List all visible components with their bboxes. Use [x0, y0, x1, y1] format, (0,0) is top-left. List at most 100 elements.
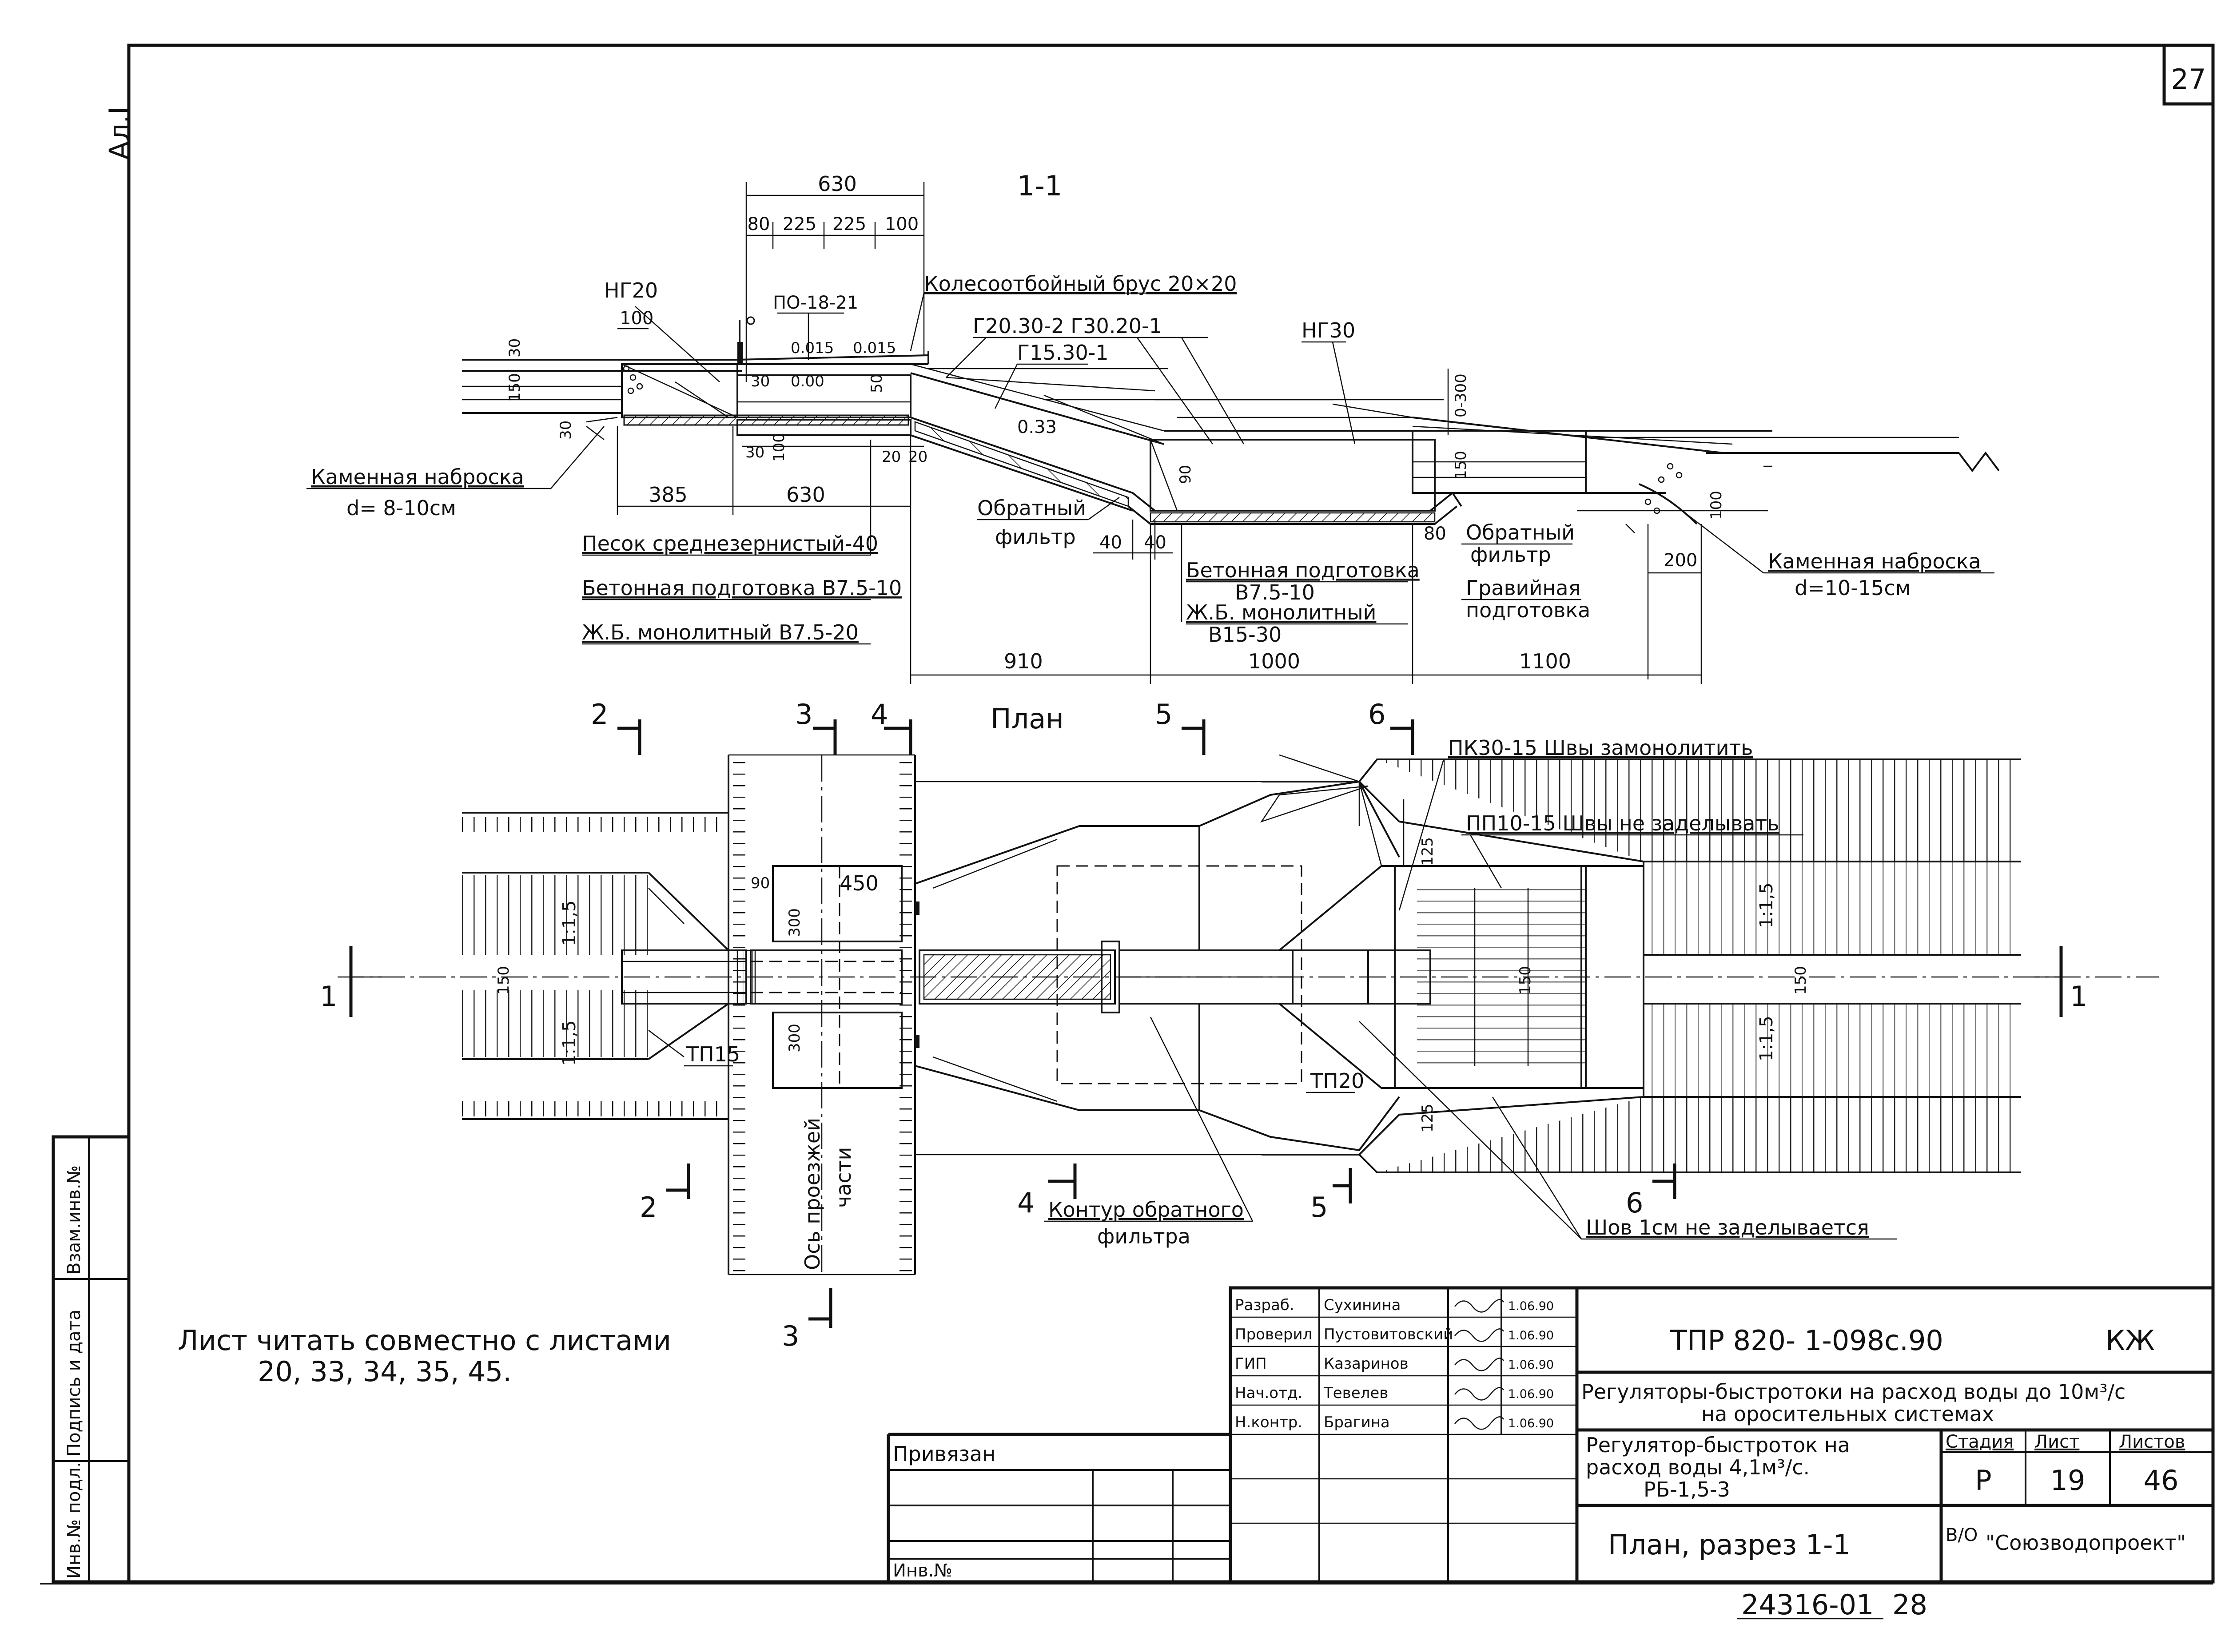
cut-1-right: 1: [2070, 980, 2087, 1013]
doc-code: ТПР 820- 1-098с.90: [1670, 1324, 1943, 1357]
kam1-label: Каменная наброска: [311, 465, 524, 489]
signature: [1454, 1387, 1505, 1401]
inv-no-label: Инв.№: [893, 1561, 952, 1581]
project-line2: на оросительных системах: [1701, 1402, 1994, 1426]
title-block: Привязан Инв.№: [887, 1286, 2215, 1584]
reading-note: Лист читать совместно с листами 20, 33, …: [178, 1324, 671, 1388]
g2-label: Г15.30-1: [1017, 341, 1109, 365]
pp-label: ПП10-15 Швы не заделывать: [1466, 811, 1779, 835]
dim-100-top: 100: [885, 214, 919, 234]
plan-chute: [915, 825, 1302, 1111]
d300: 0-300: [1452, 373, 1470, 417]
sheets-header: Листов: [2119, 1432, 2185, 1452]
dim-225b-top: 225: [832, 214, 866, 234]
kontur1-label: Контур обратного: [1048, 1198, 1244, 1222]
kolesoot-label: Колесоотбойный брус 20×20: [924, 272, 1237, 296]
kam1d-label: d= 8-10см: [346, 496, 456, 520]
slope033-label: 0.33: [1017, 417, 1057, 437]
d150a: 150: [495, 966, 513, 995]
cut-2-bottom: 2: [640, 1191, 657, 1223]
tp15-label: ТП15: [686, 1042, 740, 1066]
g1-label: Г20.30-2 Г30.20-1: [973, 314, 1162, 338]
dim-225a-top: 225: [783, 214, 816, 234]
obr2b-label: фильтр: [1470, 543, 1551, 567]
doc-mark: КЖ: [2106, 1324, 2155, 1357]
cut-5-top: 5: [1155, 698, 1172, 731]
d150b: 150: [1516, 966, 1534, 995]
cut-2-top: 2: [591, 698, 608, 731]
obr2a-label: Обратный: [1466, 520, 1575, 544]
tb-date: 1.06.90: [1508, 1417, 1554, 1430]
d90: 90: [751, 874, 770, 892]
privyazan-label: Привязан: [893, 1442, 995, 1466]
cut-1-left: 1: [320, 980, 337, 1013]
signature: [1454, 1299, 1505, 1313]
signature: [1454, 1328, 1505, 1342]
slope-d: 1:1,5: [1756, 1016, 1777, 1061]
beton2b-label: В7.5-10: [1235, 580, 1315, 604]
d385: 385: [649, 483, 688, 507]
note-line2: 20, 33, 34, 35, 45.: [258, 1355, 512, 1388]
tb-name: Пустовитовский: [1324, 1326, 1453, 1343]
beton2a-label: Бетонная подготовка: [1186, 558, 1420, 582]
dim-80-top: 80: [748, 214, 770, 234]
tb-date: 1.06.90: [1508, 1387, 1554, 1401]
d30b: 30: [557, 421, 575, 440]
org-prefix: В/О: [1946, 1525, 1978, 1545]
stage-header: Стадия: [1946, 1432, 2014, 1452]
d1000: 1000: [1248, 649, 1300, 673]
slope2-label: 0.015: [853, 339, 896, 357]
sheets-value: 46: [2144, 1464, 2179, 1497]
sheet-frame: 27 Ал.I: [40, 44, 2215, 1584]
tb-name: Казаринов: [1324, 1355, 1409, 1373]
tb-name: Сухинина: [1324, 1296, 1401, 1314]
zhb2b-label: В15-30: [1208, 623, 1282, 647]
plan-left-channel: [462, 812, 756, 1120]
tb-name: Тевелев: [1323, 1384, 1388, 1402]
item-line3: РБ-1,5-3: [1644, 1477, 1730, 1501]
d80: 80: [1424, 524, 1446, 544]
section-profile: [462, 316, 2000, 533]
sheet-number: 27: [2171, 63, 2206, 95]
d125a: 125: [1419, 837, 1437, 866]
signature: [1454, 1358, 1505, 1371]
signature: [1454, 1416, 1505, 1430]
tb-date: 1.06.90: [1508, 1299, 1554, 1313]
sheet-header: Лист: [2034, 1432, 2079, 1452]
cut-markers: 1 1 2 2 3 3 4 4 5: [320, 698, 2087, 1352]
top-dimensions: 630 80 225 225 100: [745, 172, 925, 382]
plan-title: План: [991, 703, 1064, 735]
stones-left: [623, 365, 643, 394]
tb-role: Проверил: [1235, 1326, 1312, 1343]
ng30-label: НГ30: [1302, 318, 1355, 342]
title-block-main: ТПР 820- 1-098с.90 КЖ Регуляторы-быстрот…: [1577, 1324, 2213, 1582]
tp20-label: ТП20: [1310, 1069, 1364, 1093]
cut-6-bottom: 6: [1626, 1187, 1643, 1219]
drawing-name: План, разрез 1-1: [1608, 1529, 1851, 1561]
axis2-label: части: [832, 1147, 856, 1208]
obr1b-label: фильтр: [995, 525, 1076, 549]
pesok-label: Песок среднезернистый-40: [582, 532, 878, 556]
d450: 450: [840, 871, 879, 895]
d1100: 1100: [1519, 649, 1571, 673]
plan-right-channel: [915, 758, 2021, 1173]
slope-b: 1:1,5: [559, 1020, 580, 1066]
zero-label: 0.00: [791, 373, 824, 390]
section-labels: НГ20 100 ПО-18-21 0.015 0.015 0.00 Колес…: [306, 272, 1994, 684]
tb-name: Брагина: [1324, 1414, 1390, 1431]
pk-label: ПК30-15 Швы замонолитить: [1448, 736, 1753, 760]
d50: 50: [868, 374, 886, 393]
sheet-value: 19: [2050, 1464, 2086, 1497]
beton1-label: Бетонная подготовка В7.5-10: [582, 576, 902, 600]
cut-4-top: 4: [871, 698, 888, 731]
d300a: 300: [786, 908, 804, 937]
cut-4-bottom: 4: [1017, 1187, 1035, 1219]
d910: 910: [1004, 649, 1043, 673]
tb-role: ГИП: [1235, 1355, 1267, 1373]
note-line1: Лист читать совместно с листами: [178, 1324, 671, 1357]
cut-3-bottom: 3: [782, 1320, 799, 1352]
kontur2-label: фильтра: [1097, 1224, 1190, 1248]
d100b: 100: [1708, 491, 1725, 520]
cut-5-bottom: 5: [1310, 1191, 1328, 1223]
side-mark: Ал.I: [103, 107, 135, 160]
